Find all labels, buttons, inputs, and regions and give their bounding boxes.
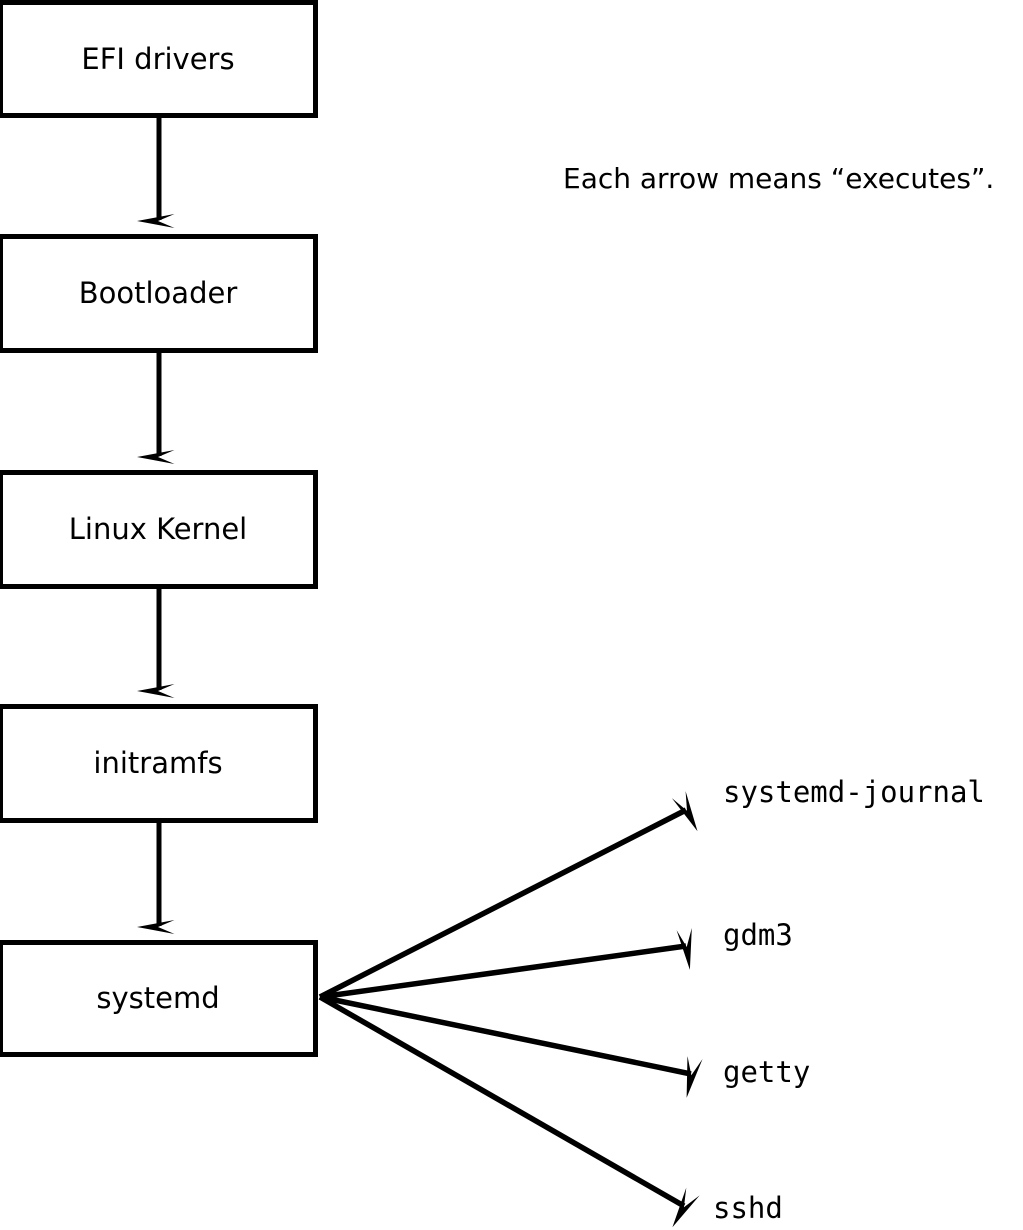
node-initramfs[interactable]: initramfs: [0, 704, 318, 823]
leaf-label-sshd[interactable]: sshd: [713, 1191, 783, 1225]
node-efi-drivers[interactable]: EFI drivers: [0, 0, 318, 118]
node-linux-kernel[interactable]: Linux Kernel: [0, 470, 318, 589]
leaf-label-getty[interactable]: getty: [723, 1055, 811, 1089]
node-label-initramfs: initramfs: [93, 746, 223, 780]
diagram-caption: Each arrow means “executes”.: [563, 162, 995, 195]
node-label-efi-drivers: EFI drivers: [81, 41, 235, 76]
arrow-systemd-to-systemd-journal: [318, 791, 698, 1000]
fanout-arrows: [318, 791, 703, 1228]
leaf-label-systemd-journal[interactable]: systemd-journal: [723, 775, 985, 809]
node-label-linux-kernel: Linux Kernel: [68, 512, 248, 546]
node-systemd[interactable]: systemd: [0, 940, 318, 1057]
leaf-label-gdm3[interactable]: gdm3: [723, 918, 793, 952]
node-label-systemd: systemd: [96, 981, 220, 1015]
node-label-bootloader: Bootloader: [78, 276, 238, 310]
arrow-systemd-to-getty: [319, 994, 703, 1098]
arrow-systemd-to-gdm3: [319, 927, 692, 1000]
node-bootloader[interactable]: Bootloader: [0, 234, 318, 353]
arrow-systemd-to-sshd: [318, 994, 700, 1228]
